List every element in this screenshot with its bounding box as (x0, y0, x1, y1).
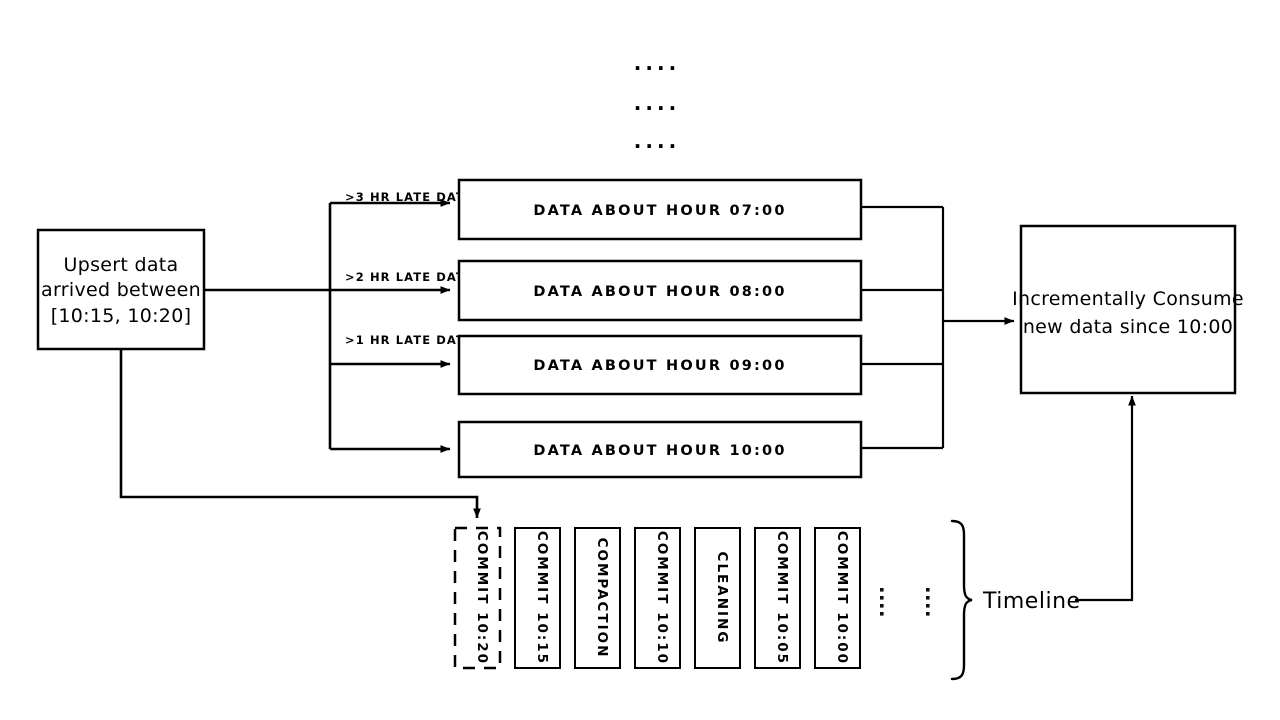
commit-box-10-00[interactable] (814, 527, 861, 669)
commit-box-compaction[interactable] (574, 527, 621, 669)
edge-label-1hr-late: >1 HR LATE DATA (345, 333, 474, 347)
commit-box-10-20[interactable] (453, 526, 502, 670)
commit-box-10-15[interactable] (514, 527, 561, 669)
edge-label-2hr-late: >2 HR LATE DATA (345, 270, 474, 284)
commit-box-10-10[interactable] (634, 527, 681, 669)
hour-box-10[interactable] (457, 420, 863, 479)
commit-box-10-10-label: COMMIT 10:10 (654, 531, 670, 665)
incremental-consume-line-2: new data since 10:00 (1023, 316, 1233, 338)
commit-box-10-15-label: COMMIT 10:15 (534, 531, 550, 665)
hour-box-09[interactable] (457, 334, 863, 396)
upsert-source-line-1: Upsert data (64, 254, 179, 276)
incremental-consume-line-1: Incrementally Consume (1012, 288, 1244, 310)
commit-box-cleaning-label: CLEANING (714, 552, 730, 645)
upsert-source-line-2: arrived between (41, 279, 201, 301)
commit-box-10-00-label: COMMIT 10:00 (834, 531, 850, 665)
hour-box-10-label: DATA ABOUT HOUR 10:00 (533, 443, 786, 459)
commit-box-10-05-label: COMMIT 10:05 (774, 531, 790, 665)
hour-box-07[interactable] (457, 178, 863, 241)
timeline-ellipsis-right (926, 588, 930, 616)
timeline-ellipsis-left (880, 588, 884, 616)
hour-box-08-label: DATA ABOUT HOUR 08:00 (533, 284, 786, 300)
upsert-source-line-3: [10:15, 10:20] (51, 305, 192, 327)
commit-box-compaction-label: COMPACTION (594, 538, 610, 659)
hour-box-07-label: DATA ABOUT HOUR 07:00 (533, 203, 786, 219)
commit-box-cleaning[interactable] (694, 527, 741, 669)
ellipsis-row-3: .... (634, 129, 680, 153)
incremental-consume-box[interactable] (1019, 224, 1237, 395)
timeline-brace (950, 519, 973, 681)
connector-timeline-to-consume (1075, 395, 1136, 602)
edge-label-3hr-late: >3 HR LATE DATA (345, 190, 474, 204)
hour-box-09-label: DATA ABOUT HOUR 09:00 (533, 358, 786, 374)
timeline-label: Timeline (982, 589, 1081, 614)
upsert-source-box[interactable] (36, 228, 206, 351)
ellipsis-row-1: .... (634, 51, 680, 75)
commit-box-10-05[interactable] (754, 527, 801, 669)
connector-source-to-commit (119, 349, 481, 519)
ellipsis-row-2: .... (634, 91, 680, 115)
commit-box-10-20-label: COMMIT 10:20 (474, 531, 490, 665)
